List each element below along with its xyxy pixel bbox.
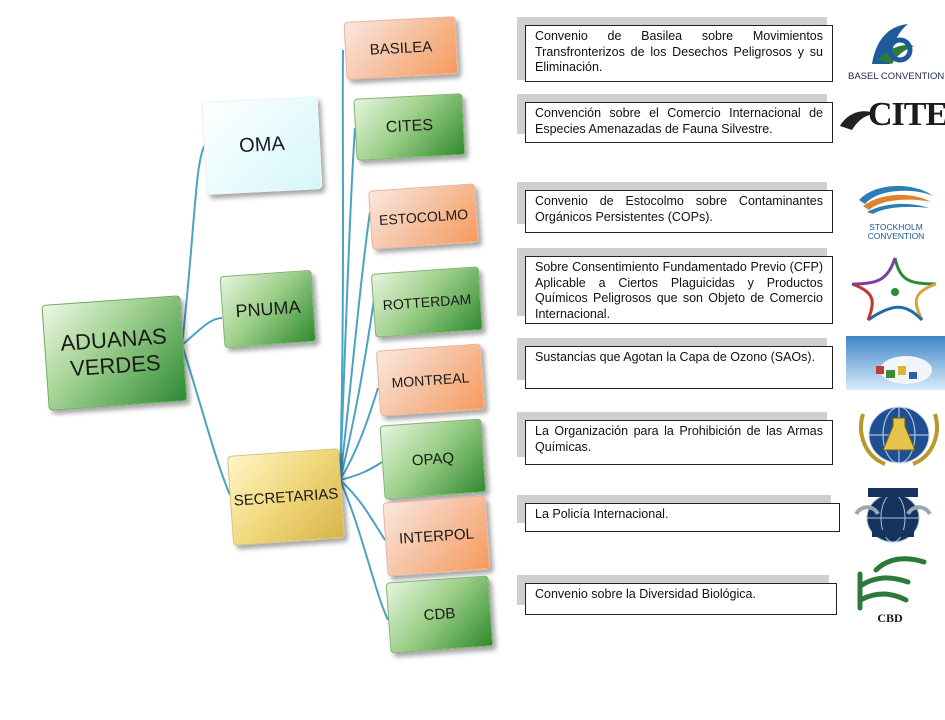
- node-pnuma: PNUMA: [219, 269, 317, 349]
- node-cites-label: CITES: [385, 116, 434, 137]
- cites-logo-icon: CITES: [838, 94, 945, 142]
- description-estocolmo: Convenio de Estocolmo sobre Contaminante…: [525, 190, 833, 233]
- cbd-caption: CBD: [877, 611, 903, 625]
- node-interpol-label: INTERPOL: [398, 524, 475, 548]
- node-cdb: CDB: [385, 575, 494, 654]
- rotterdam-star-logo-icon: [851, 257, 937, 322]
- opcw-emblem-icon: [859, 406, 939, 466]
- node-montreal-label: MONTREAL: [391, 369, 470, 391]
- description-interpol: La Policía Internacional.: [525, 503, 840, 532]
- node-montreal: MONTREAL: [375, 343, 486, 417]
- node-basilea-label: BASILEA: [369, 37, 433, 59]
- node-opaq-label: OPAQ: [411, 449, 455, 469]
- cites-logo-text: CITES: [868, 96, 945, 133]
- node-estocolmo: ESTOCOLMO: [368, 183, 479, 250]
- description-rotterdam: Sobre Consentimiento Fundamentado Previo…: [525, 256, 833, 324]
- node-rotterdam: ROTTERDAM: [370, 266, 484, 338]
- node-oma-label: OMA: [238, 132, 286, 158]
- description-cites: Convención sobre el Comercio Internacion…: [525, 102, 833, 143]
- stockholm-convention-logo-icon: [859, 185, 933, 214]
- ozone-photo-icon: [846, 336, 945, 390]
- description-montreal: Sustancias que Agotan la Capa de Ozono (…: [525, 346, 833, 389]
- node-basilea: BASILEA: [343, 16, 459, 80]
- node-estocolmo-label: ESTOCOLMO: [378, 205, 469, 228]
- basel-convention-caption: BASEL CONVENTION: [848, 71, 945, 82]
- root-node-aduanas-verdes: ADUANAS VERDES: [41, 295, 188, 411]
- node-interpol: INTERPOL: [382, 495, 491, 577]
- description-basilea: Convenio de Basilea sobre Movimientos Tr…: [525, 25, 833, 82]
- basel-convention-logo-icon: [872, 24, 914, 64]
- stockholm-convention-caption: STOCKHOLM CONVENTION: [867, 222, 925, 241]
- node-secretarias: SECRETARIAS: [226, 448, 346, 546]
- interpol-emblem-icon: [854, 488, 932, 543]
- cbd-logo-icon: [857, 556, 927, 611]
- node-pnuma-label: PNUMA: [234, 296, 302, 321]
- node-rotterdam-label: ROTTERDAM: [382, 290, 472, 314]
- node-secretarias-label: SECRETARIAS: [233, 484, 339, 510]
- root-node-label: ADUANAS VERDES: [59, 323, 168, 382]
- node-oma: OMA: [201, 96, 323, 195]
- node-opaq: OPAQ: [379, 418, 487, 500]
- description-cdb: Convenio sobre la Diversidad Biológica.: [525, 583, 837, 615]
- description-opaq: La Organización para la Prohibición de l…: [525, 420, 833, 465]
- node-cites: CITES: [353, 93, 466, 161]
- node-cdb-label: CDB: [423, 604, 456, 625]
